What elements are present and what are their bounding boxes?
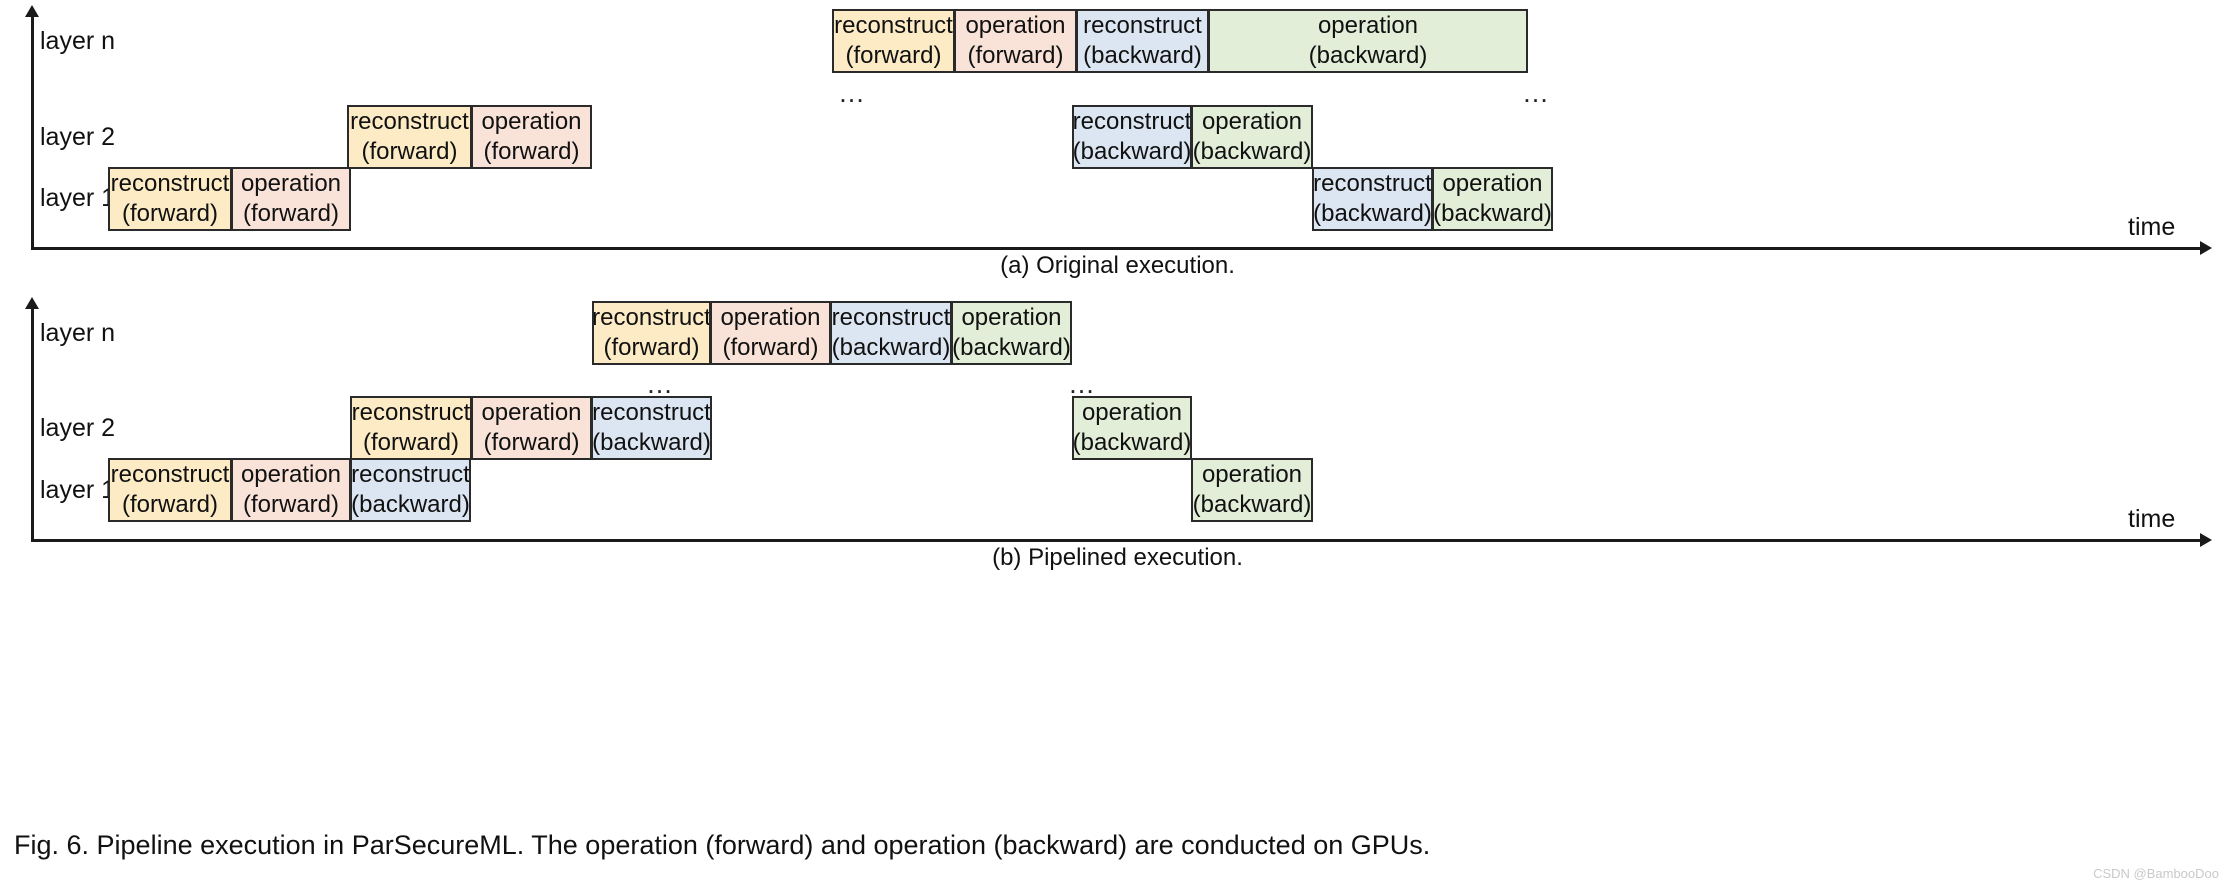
figure-caption: Fig. 6. Pipeline execution in ParSecureM… [14,830,1431,860]
block-reconstruct-backward: reconstruct (backward) [1076,9,1209,73]
block-line-2: (backward) [1192,491,1312,518]
panel-a-ellipsis-left: … [838,78,867,108]
panel-b-ellipsis-left: … [646,369,675,399]
block-line-1: operation [240,461,342,488]
block-reconstruct-backward: reconstruct (backward) [591,396,712,460]
block-reconstruct-backward: reconstruct (backward) [350,458,471,522]
block-reconstruct-forward: reconstruct (forward) [350,396,472,460]
panel-a-y-axis [25,5,39,250]
block-line-2: (backward) [1083,42,1202,69]
block-line-2: (forward) [967,42,1064,69]
block-reconstruct-forward: reconstruct (forward) [592,301,711,365]
csdn-watermark: CSDN @BambooDoo [2093,866,2219,881]
block-reconstruct-backward: reconstruct (backward) [1312,167,1433,231]
block-line-1: reconstruct [1313,170,1432,197]
block-line-2: (backward) [1072,429,1192,456]
block-operation-forward: operation (forward) [231,458,351,522]
block-reconstruct-backward: reconstruct (backward) [1072,105,1192,169]
block-operation-backward: operation (backward) [1191,458,1313,522]
block-line-1: reconstruct [351,399,471,426]
block-line-1: reconstruct [834,12,953,39]
block-operation-forward: operation (forward) [954,9,1077,73]
block-line-2: (forward) [242,200,339,227]
block-line-2: (forward) [362,429,459,456]
block-operation-forward: operation (forward) [231,167,351,231]
block-line-1: operation [720,304,821,331]
block-line-1: operation [1081,399,1183,426]
block-line-2: (backward) [1072,138,1192,165]
block-line-1: reconstruct [110,461,230,488]
block-operation-backward: operation (backward) [1072,396,1192,460]
block-line-1: operation [240,170,342,197]
block-operation-forward: operation (forward) [471,396,592,460]
block-line-2: (forward) [845,42,942,69]
block-line-1: reconstruct [350,108,469,135]
block-line-2: (backward) [1313,200,1432,227]
panel-a-subcaption: (a) Original execution. [1000,252,1235,279]
block-operation-backward: operation (backward) [1191,105,1313,169]
block-line-1: operation [1442,170,1543,197]
block-line-1: reconstruct [1072,108,1192,135]
block-line-2: (forward) [483,138,580,165]
block-line-2: (backward) [1308,42,1428,69]
block-line-1: operation [481,399,582,426]
block-line-1: operation [1201,461,1303,488]
block-line-2: (forward) [361,138,458,165]
panel-original-execution: layer n layer 2 layer 1 reconstruct (for… [0,0,2235,348]
block-line-2: (backward) [1192,138,1312,165]
block-line-1: reconstruct [592,304,711,331]
panel-b-x-axis [31,533,2212,547]
panel-a-time-label: time [2128,213,2176,241]
block-reconstruct-forward: reconstruct (forward) [108,167,232,231]
block-operation-backward: operation (backward) [1432,167,1553,231]
block-line-1: reconstruct [831,304,951,331]
block-line-2: (forward) [722,334,819,361]
block-line-1: operation [1201,108,1303,135]
block-line-2: (forward) [483,429,580,456]
panel-a-ellipsis-right: … [1522,78,1551,108]
block-line-1: reconstruct [592,399,711,426]
panel-b-ellipsis-right: … [1068,369,1097,399]
panel-a-row-label-layer-n: layer n [40,27,116,55]
panel-b-row-label-layer-2: layer 2 [40,414,116,442]
block-reconstruct-backward: reconstruct (backward) [830,301,952,365]
panel-pipelined-execution: layer n layer 2 layer 1 reconstruct (for… [0,292,2235,571]
block-line-1: reconstruct [1083,12,1202,39]
block-line-1: reconstruct [351,461,470,488]
block-line-2: (backward) [1433,200,1552,227]
block-operation-forward: operation (forward) [710,301,831,365]
block-reconstruct-forward: reconstruct (forward) [108,458,232,522]
block-operation-forward: operation (forward) [471,105,592,169]
panel-b-row-label-layer-1: layer 1 [40,476,116,504]
block-line-2: (backward) [592,429,711,456]
panel-b-row-label-layer-n: layer n [40,319,116,347]
block-line-2: (forward) [603,334,700,361]
panel-b-y-axis [25,297,39,542]
block-line-1: operation [481,108,582,135]
panel-b-subcaption: (b) Pipelined execution. [992,544,1243,571]
panel-b-time-label: time [2128,505,2176,533]
panel-a-x-axis [31,241,2212,255]
block-line-2: (forward) [121,491,218,518]
block-operation-backward: operation (backward) [1208,9,1528,73]
block-line-2: (backward) [831,334,951,361]
block-line-2: (forward) [121,200,218,227]
block-line-2: (forward) [242,491,339,518]
block-line-1: reconstruct [110,170,230,197]
panel-a-row-label-layer-2: layer 2 [40,123,116,151]
block-line-1: operation [965,12,1066,39]
block-line-1: operation [1317,12,1419,39]
block-line-2: (backward) [952,334,1071,361]
panel-a-row-label-layer-1: layer 1 [40,184,116,212]
block-reconstruct-forward: reconstruct (forward) [347,105,472,169]
block-line-1: operation [961,304,1062,331]
block-line-2: (backward) [351,491,470,518]
block-reconstruct-forward: reconstruct (forward) [832,9,955,73]
block-operation-backward: operation (backward) [951,301,1072,365]
